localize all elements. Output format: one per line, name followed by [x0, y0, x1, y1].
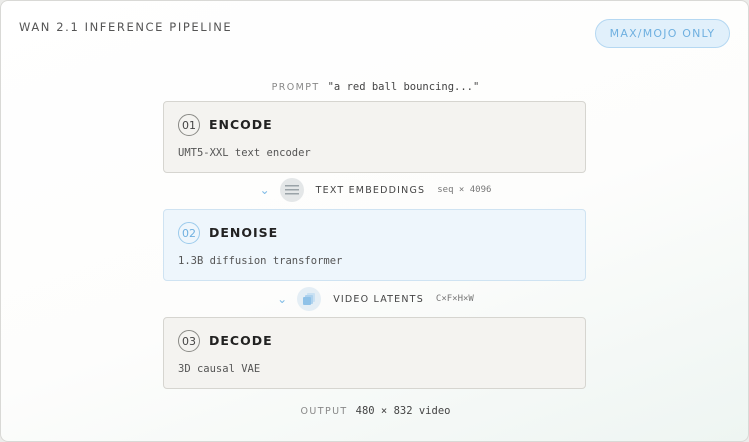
connector-shape: seq × 4096 [437, 185, 492, 195]
lines-icon [279, 178, 304, 202]
chevron-down-icon: ⌄ [277, 292, 288, 306]
stage-name: DENOISE [209, 225, 279, 240]
stage-encode: 01 ENCODE UMT5-XXL text encoder [163, 101, 586, 173]
stage-description: 3D causal VAE [178, 363, 261, 375]
chevron-down-icon: ⌄ [259, 183, 270, 197]
stage-number: 03 [178, 330, 200, 352]
connector-label: VIDEO LATENTS [333, 293, 424, 305]
stage-name: ENCODE [209, 117, 273, 132]
stage-number: 02 [178, 222, 200, 244]
prompt-label: PROMPT [271, 82, 320, 93]
stage-decode: 03 DECODE 3D causal VAE [163, 317, 586, 389]
output-value: 480 × 832 video [355, 405, 451, 417]
connector-label: TEXT EMBEDDINGS [315, 184, 426, 196]
pipeline-title: WAN 2.1 INFERENCE PIPELINE [19, 20, 233, 34]
layers-icon [297, 287, 322, 311]
stage-description: 1.3B diffusion transformer [178, 255, 343, 267]
connector-video-latents: ⌄ VIDEO LATENTS C×F×H×W [1, 287, 748, 311]
max-mojo-badge: MAX/MOJO ONLY [595, 19, 730, 48]
output-label: OUTPUT [300, 406, 348, 417]
prompt-value: "a red ball bouncing..." [327, 81, 480, 93]
stage-description: UMT5-XXL text encoder [178, 147, 311, 159]
output-row: OUTPUT 480 × 832 video [1, 399, 748, 418]
stage-number: 01 [178, 114, 200, 136]
stage-name: DECODE [209, 333, 273, 348]
connector-text-embeddings: ⌄ TEXT EMBEDDINGS seq × 4096 [1, 178, 748, 202]
prompt-row: PROMPT "a red ball bouncing..." [1, 75, 748, 94]
connector-shape: C×F×H×W [435, 294, 474, 304]
stage-denoise: 02 DENOISE 1.3B diffusion transformer [163, 209, 586, 281]
